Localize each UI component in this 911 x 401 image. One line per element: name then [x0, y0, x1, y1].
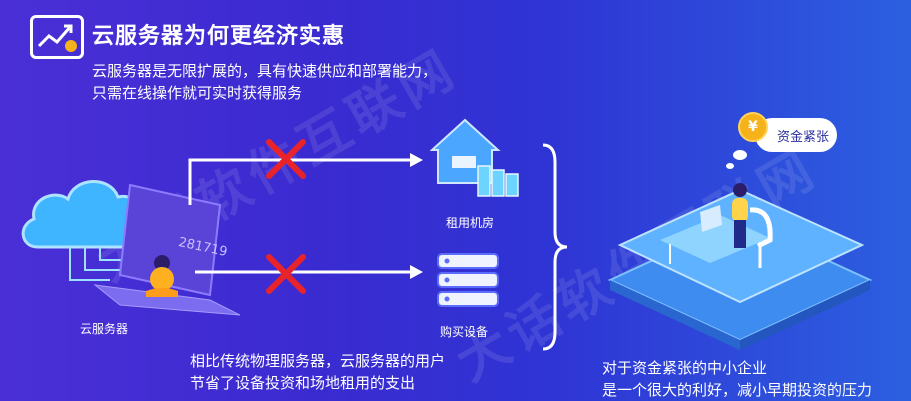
cloud-server-label: 云服务器 — [80, 322, 129, 336]
description: 云服务器是无限扩展的，具有快速供应和部署能力， 只需在线操作就可实时获得服务 — [92, 60, 437, 104]
option-label-rent: 租用机房 — [446, 216, 495, 230]
thought-dot — [726, 163, 734, 169]
cross-icon — [265, 253, 307, 299]
option-label-buy: 购买设备 — [440, 325, 489, 339]
cloud-laptop-icon — [21, 180, 240, 316]
server-stack-icon — [437, 253, 499, 307]
thought-dot — [733, 150, 747, 160]
cross-icon — [265, 138, 307, 184]
bottom-left-line-1: 相比传统物理服务器，云服务器的用户 — [190, 352, 446, 370]
bottom-right-text: 对于资金紧张的中小企业 是一个很大的利好，减小早期投资的压力 — [602, 357, 872, 401]
office-desk-icon — [607, 183, 873, 350]
bottom-left-line-2: 节省了设备投资和场地租用的支出 — [190, 374, 416, 392]
arrows — [188, 153, 423, 279]
house-server-icon — [430, 118, 519, 197]
speech-bubble: 资金紧张 — [755, 118, 837, 152]
bottom-right-line-1: 对于资金紧张的中小企业 — [602, 359, 768, 377]
coin-icon: ¥ — [738, 112, 768, 142]
description-line-1: 云服务器是无限扩展的，具有快速供应和部署能力， — [92, 62, 438, 80]
brace-icon — [542, 143, 568, 351]
page-title: 云服务器为何更经济实惠 — [92, 24, 346, 49]
bottom-left-text: 相比传统物理服务器，云服务器的用户 节省了设备投资和场地租用的支出 — [190, 350, 445, 394]
chart-trend-icon — [30, 15, 84, 59]
description-line-2: 只需在线操作就可实时获得服务 — [92, 84, 303, 102]
bottom-right-line-2: 是一个很大的利好，减小早期投资的压力 — [602, 381, 873, 399]
